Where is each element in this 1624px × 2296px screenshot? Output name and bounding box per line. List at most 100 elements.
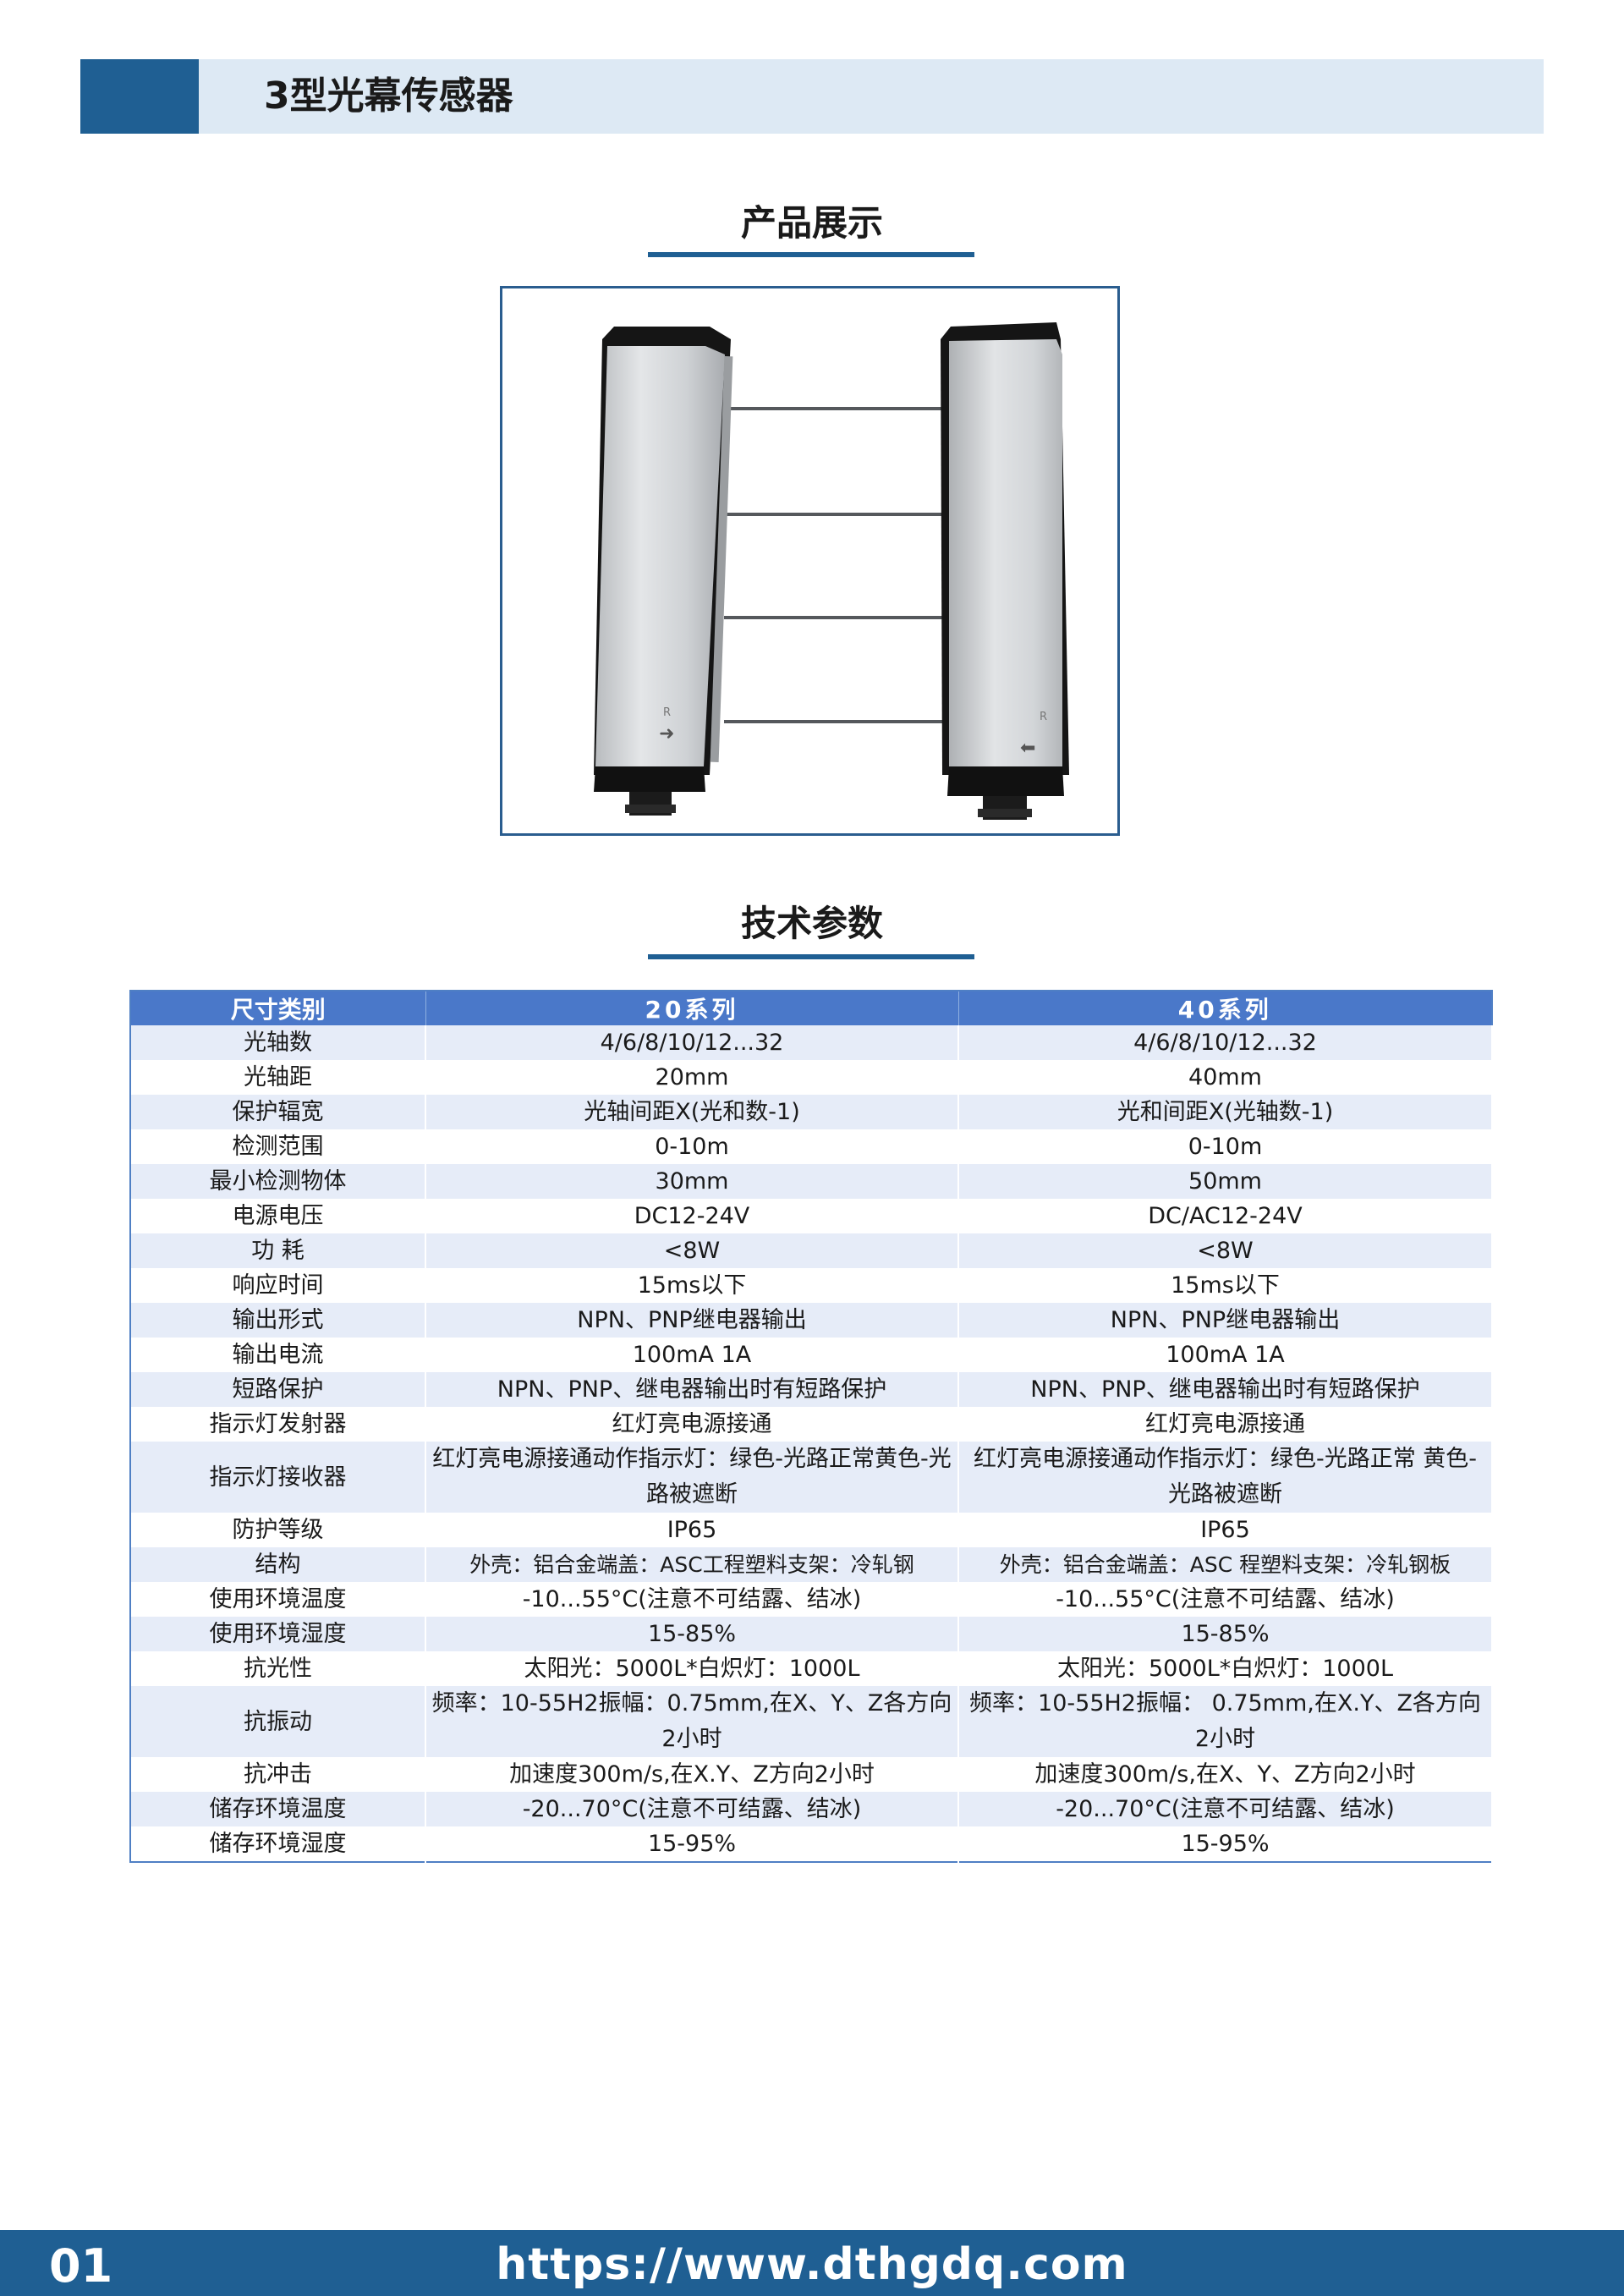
value-series-40: 加速度300m/s,在X、Y、Z方向2小时 bbox=[958, 1757, 1493, 1792]
table-row: 响应时间 15ms以下 15ms以下 bbox=[130, 1268, 1493, 1303]
value-series-20: 4/6/8/10/12...32 bbox=[425, 1025, 959, 1060]
column-header-series-20: 20系列 bbox=[425, 991, 959, 1025]
product-section-title: 产品展示 bbox=[740, 202, 883, 244]
value-series-20: -20...70°C(注意不可结露、结冰) bbox=[425, 1792, 959, 1826]
value-series-40: 光和间距X(光轴数-1) bbox=[958, 1095, 1493, 1129]
light-curtain-sensor-pair-image: ➜ R ⬅ R bbox=[594, 322, 1069, 820]
value-series-20: <8W bbox=[425, 1233, 959, 1268]
table-row: 储存环境温度 -20...70°C(注意不可结露、结冰) -20...70°C(… bbox=[130, 1792, 1493, 1826]
table-row: 指示灯发射器 红灯亮电源接通 红灯亮电源接通 bbox=[130, 1407, 1493, 1442]
product-image-frame: ➜ R ⬅ R bbox=[500, 286, 1120, 836]
value-series-20: 20mm bbox=[425, 1060, 959, 1095]
value-series-40: <8W bbox=[958, 1233, 1493, 1268]
svg-text:R: R bbox=[1040, 711, 1047, 723]
header-band bbox=[199, 59, 1544, 134]
table-row: 抗振动 频率：10-55H2振幅：0.75mm,在X、Y、Z各方向2小时 频率：… bbox=[130, 1686, 1493, 1757]
website-url[interactable]: https://www.dthgdq.com bbox=[496, 2239, 1128, 2290]
param-name: 防护等级 bbox=[130, 1513, 426, 1547]
receiver-sensor: ⬅ R bbox=[941, 322, 1069, 820]
param-name: 储存环境湿度 bbox=[130, 1826, 426, 1862]
product-section-underline bbox=[648, 252, 974, 257]
value-series-40: DC/AC12-24V bbox=[958, 1199, 1493, 1233]
value-series-40: 50mm bbox=[958, 1164, 1493, 1199]
column-header-series-40: 40系列 bbox=[958, 991, 1493, 1025]
value-series-20: 0-10m bbox=[425, 1129, 959, 1164]
param-name: 使用环境温度 bbox=[130, 1582, 426, 1617]
value-series-20: 15ms以下 bbox=[425, 1268, 959, 1303]
table-row: 指示灯接收器 红灯亮电源接通动作指示灯：绿色-光路正常黄色-光路被遮断 红灯亮电… bbox=[130, 1442, 1493, 1513]
value-series-40: 100mA 1A bbox=[958, 1338, 1493, 1372]
table-row: 防护等级 IP65 IP65 bbox=[130, 1513, 1493, 1547]
light-beams bbox=[724, 407, 948, 723]
value-series-40: 40mm bbox=[958, 1060, 1493, 1095]
table-row: 最小检测物体 30mm 50mm bbox=[130, 1164, 1493, 1199]
param-name: 抗振动 bbox=[130, 1686, 426, 1757]
param-name: 使用环境湿度 bbox=[130, 1617, 426, 1651]
value-series-40: 频率：10-55H2振幅： 0.75mm,在X.Y、Z各方向2小时 bbox=[958, 1686, 1493, 1757]
value-series-40: 0-10m bbox=[958, 1129, 1493, 1164]
svg-text:➜: ➜ bbox=[659, 723, 674, 744]
table-row: 使用环境温度 -10...55°C(注意不可结露、结冰) -10...55°C(… bbox=[130, 1582, 1493, 1617]
value-series-40: 太阳光：5000L*白炽灯：1000L bbox=[958, 1651, 1493, 1686]
value-series-40: NPN、PNP继电器输出 bbox=[958, 1303, 1493, 1338]
table-row: 抗光性 太阳光：5000L*白炽灯：1000L 太阳光：5000L*白炽灯：10… bbox=[130, 1651, 1493, 1686]
param-name: 结构 bbox=[130, 1547, 426, 1582]
page-number: 01 bbox=[49, 2239, 113, 2293]
param-name: 输出电流 bbox=[130, 1338, 426, 1372]
param-name: 电源电压 bbox=[130, 1199, 426, 1233]
svg-text:⬅: ⬅ bbox=[1020, 738, 1035, 759]
value-series-40: 15-85% bbox=[958, 1617, 1493, 1651]
param-name: 输出形式 bbox=[130, 1303, 426, 1338]
footer-bar bbox=[0, 2230, 1624, 2296]
header-accent-block bbox=[80, 59, 199, 134]
value-series-20: 频率：10-55H2振幅：0.75mm,在X、Y、Z各方向2小时 bbox=[425, 1686, 959, 1757]
value-series-20: 15-85% bbox=[425, 1617, 959, 1651]
table-row: 抗冲击 加速度300m/s,在X.Y、Z方向2小时 加速度300m/s,在X、Y… bbox=[130, 1757, 1493, 1792]
param-name: 响应时间 bbox=[130, 1268, 426, 1303]
column-header-category: 尺寸类别 bbox=[130, 991, 426, 1025]
page-title: 3型光幕传感器 bbox=[264, 74, 513, 118]
value-series-40: 红灯亮电源接通动作指示灯：绿色-光路正常 黄色-光路被遮断 bbox=[958, 1442, 1493, 1513]
value-series-20: IP65 bbox=[425, 1513, 959, 1547]
value-series-20: 加速度300m/s,在X.Y、Z方向2小时 bbox=[425, 1757, 959, 1792]
value-series-40: 外壳：铝合金端盖：ASC 程塑料支架：冷轧钢板 bbox=[958, 1547, 1493, 1582]
value-series-40: NPN、PNP、继电器输出时有短路保护 bbox=[958, 1372, 1493, 1407]
value-series-20: 太阳光：5000L*白炽灯：1000L bbox=[425, 1651, 959, 1686]
value-series-20: 100mA 1A bbox=[425, 1338, 959, 1372]
param-name: 保护辐宽 bbox=[130, 1095, 426, 1129]
table-row: 功 耗 <8W <8W bbox=[130, 1233, 1493, 1268]
value-series-40: 15-95% bbox=[958, 1826, 1493, 1862]
value-series-40: 4/6/8/10/12...32 bbox=[958, 1025, 1493, 1060]
value-series-20: NPN、PNP继电器输出 bbox=[425, 1303, 959, 1338]
specs-section-underline bbox=[648, 954, 974, 959]
value-series-20: 外壳：铝合金端盖：ASC工程塑料支架：冷轧钢 bbox=[425, 1547, 959, 1582]
table-row: 输出形式 NPN、PNP继电器输出 NPN、PNP继电器输出 bbox=[130, 1303, 1493, 1338]
table-row: 电源电压 DC12-24V DC/AC12-24V bbox=[130, 1199, 1493, 1233]
table-row: 光轴数 4/6/8/10/12...32 4/6/8/10/12...32 bbox=[130, 1025, 1493, 1060]
spec-table-header: 尺寸类别 20系列 40系列 bbox=[130, 991, 1493, 1025]
table-row: 输出电流 100mA 1A 100mA 1A bbox=[130, 1338, 1493, 1372]
table-row: 储存环境湿度 15-95% 15-95% bbox=[130, 1826, 1493, 1862]
value-series-20: 红灯亮电源接通 bbox=[425, 1407, 959, 1442]
table-row: 结构 外壳：铝合金端盖：ASC工程塑料支架：冷轧钢 外壳：铝合金端盖：ASC 程… bbox=[130, 1547, 1493, 1582]
param-name: 指示灯发射器 bbox=[130, 1407, 426, 1442]
value-series-20: 30mm bbox=[425, 1164, 959, 1199]
value-series-40: -20...70°C(注意不可结露、结冰) bbox=[958, 1792, 1493, 1826]
param-name: 指示灯接收器 bbox=[130, 1442, 426, 1513]
spec-table: 尺寸类别 20系列 40系列 光轴数 4/6/8/10/12...32 4/6/… bbox=[129, 990, 1493, 1863]
value-series-40: 红灯亮电源接通 bbox=[958, 1407, 1493, 1442]
emitter-sensor: ➜ R bbox=[594, 327, 733, 816]
table-row: 光轴距 20mm 40mm bbox=[130, 1060, 1493, 1095]
param-name: 功 耗 bbox=[130, 1233, 426, 1268]
value-series-20: 光轴间距X(光和数-1) bbox=[425, 1095, 959, 1129]
value-series-40: -10...55°C(注意不可结露、结冰) bbox=[958, 1582, 1493, 1617]
svg-text:R: R bbox=[663, 706, 671, 719]
value-series-20: DC12-24V bbox=[425, 1199, 959, 1233]
table-row: 保护辐宽 光轴间距X(光和数-1) 光和间距X(光轴数-1) bbox=[130, 1095, 1493, 1129]
param-name: 光轴距 bbox=[130, 1060, 426, 1095]
value-series-20: -10...55°C(注意不可结露、结冰) bbox=[425, 1582, 959, 1617]
value-series-40: 15ms以下 bbox=[958, 1268, 1493, 1303]
value-series-20: 红灯亮电源接通动作指示灯：绿色-光路正常黄色-光路被遮断 bbox=[425, 1442, 959, 1513]
param-name: 光轴数 bbox=[130, 1025, 426, 1060]
table-row: 检测范围 0-10m 0-10m bbox=[130, 1129, 1493, 1164]
